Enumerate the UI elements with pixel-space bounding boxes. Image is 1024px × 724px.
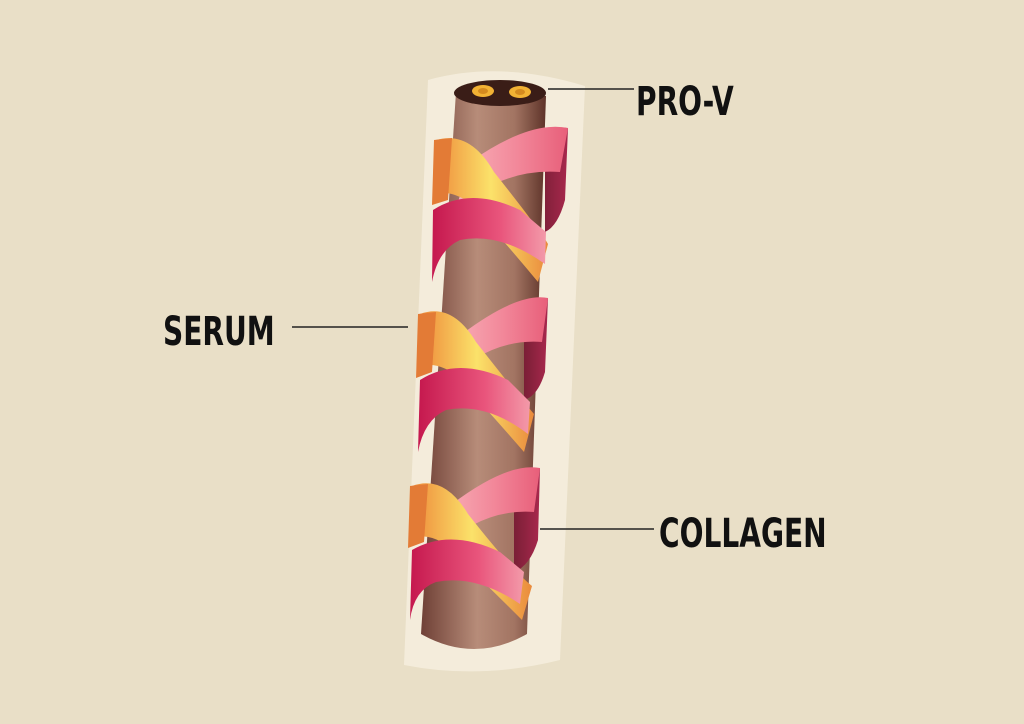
collagen-ribbon bbox=[408, 126, 568, 620]
collagen-label: COLLAGEN bbox=[659, 511, 827, 557]
serum-label: SERUM bbox=[163, 309, 275, 355]
pro-v-label: PRO-V bbox=[636, 79, 734, 125]
